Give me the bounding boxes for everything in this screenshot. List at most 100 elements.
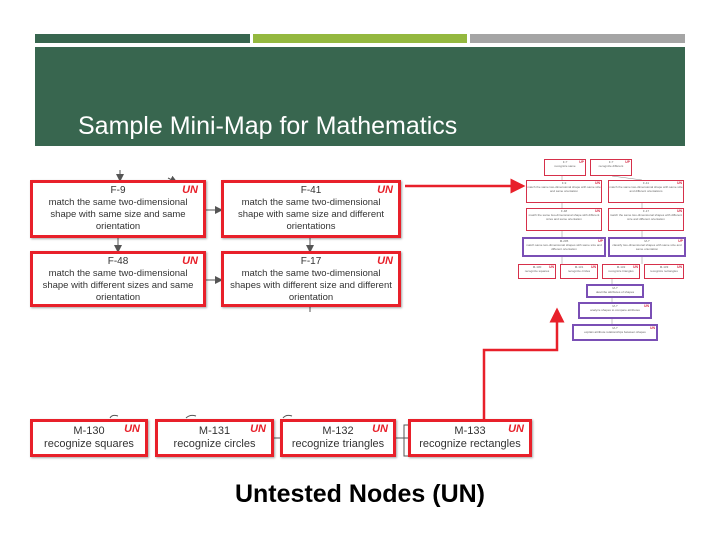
thumbnail-status-badge: UN: [676, 265, 682, 269]
node-f-9: F-9 UN match the same two-dimensional sh…: [30, 180, 206, 238]
thumbnail-node-text: explain attribute relationships between …: [584, 330, 646, 334]
thumbnail-node-text: recognize circles: [567, 269, 591, 273]
thumbnail-node-id: F-48: [560, 209, 568, 213]
header-band: [35, 47, 685, 146]
thumbnail-node-id: F-41: [642, 181, 650, 185]
status-badge: UN: [182, 255, 198, 267]
node-description: match the same two-dimensional shape wit…: [237, 197, 385, 232]
thumbnail-node-text: recognize different: [598, 164, 624, 168]
thumbnail-status-badge: UP: [598, 239, 603, 243]
thumbnail-node-id: M-?: [612, 326, 618, 330]
thumbnail-node-text: classify two-dimensional shapes with sam…: [612, 243, 682, 251]
top-accent-bar-light: [253, 34, 467, 43]
slide-title: Sample Mini-Map for Mathematics: [78, 112, 458, 140]
thumbnail-node-id: M-?: [612, 286, 618, 290]
thumbnail-node: M-?describe attributes of shapes: [586, 284, 644, 298]
node-m-130: M-130 UN recognize squares: [30, 419, 148, 457]
status-badge: UN: [124, 423, 140, 435]
node-description: recognize squares: [44, 438, 134, 450]
thumbnail-status-badge: UN: [632, 265, 638, 269]
thumbnail-node-id: F-?: [608, 160, 614, 164]
thumbnail-status-badge: UN: [676, 209, 682, 213]
status-badge: UN: [508, 423, 524, 435]
node-id: F-41: [300, 185, 322, 196]
node-description: recognize rectangles: [419, 438, 521, 450]
thumbnail-node-text: recognize same: [554, 164, 576, 168]
thumbnail-status-badge: UN: [594, 209, 600, 213]
thumbnail-node-id: M-?: [612, 304, 618, 308]
thumbnail-node-text: recognize squares: [524, 269, 550, 273]
node-id: F-9: [110, 185, 126, 196]
thumbnail-node-text: analyze shapes to compare attributes: [590, 308, 640, 312]
node-id: F-48: [107, 256, 129, 267]
node-f-48: F-48 UN match the same two-dimensional s…: [30, 251, 206, 307]
node-description: match the same two-dimensional shape wit…: [48, 197, 188, 232]
node-description: recognize triangles: [291, 438, 385, 450]
node-description: match the same two-dimensional shape wit…: [42, 268, 194, 303]
thumbnail-node-id: F-?: [562, 160, 568, 164]
connector-line: [109, 414, 119, 419]
node-id: M-132: [322, 425, 354, 437]
thumbnail-node-id: M-205: [559, 239, 569, 243]
thumbnail-status-badge: UP: [678, 239, 683, 243]
top-accent-bar-gray: [470, 34, 685, 43]
footer-caption: Untested Nodes (UN): [234, 480, 485, 508]
thumbnail-status-badge: UN: [594, 181, 600, 185]
node-description: recognize circles: [173, 438, 256, 450]
thumbnail-node-id: M-?: [644, 239, 650, 243]
top-accent-bar-dark: [35, 34, 250, 43]
thumbnail-node-text: match the same two-dimensional shape wit…: [528, 213, 600, 221]
connector-line: [185, 414, 197, 419]
node-m-132: M-132 UN recognize triangles: [280, 419, 396, 457]
thumbnail-node-id: M-133: [659, 265, 669, 269]
thumbnail-node-text: match the same two-dimensional shape wit…: [609, 185, 683, 193]
node-description: match the same two-dimensional shapes wi…: [230, 268, 392, 303]
status-badge: UN: [372, 423, 388, 435]
node-f-17: F-17 UN match the same two-dimensional s…: [221, 251, 401, 307]
status-badge: UN: [377, 255, 393, 267]
thumbnail-status-badge: UN: [643, 304, 649, 308]
thumbnail-node-id: M-132: [616, 265, 626, 269]
thumbnail-status-badge: UP: [579, 160, 584, 164]
thumbnail-node-text: match same two-dimensional shapes with s…: [526, 243, 602, 251]
thumbnail-node-text: describe attributes of shapes: [595, 290, 635, 294]
pointer-line-bottom: [482, 307, 565, 419]
thumbnail-node-text: recognize rectangles: [650, 269, 678, 273]
status-badge: UN: [250, 423, 266, 435]
node-id: M-133: [454, 425, 486, 437]
thumbnail-status-badge: UN: [590, 265, 596, 269]
node-id: M-131: [198, 425, 231, 437]
node-m-131: M-131 UN recognize circles: [155, 419, 274, 457]
thumbnail-node-id: F-9: [561, 181, 567, 185]
node-id: F-17: [300, 256, 322, 267]
node-f-41: F-41 UN match the same two-dimensional s…: [221, 180, 401, 238]
connector-line: [282, 414, 293, 419]
thumbnail-status-badge: UN: [676, 181, 682, 185]
thumbnail-status-badge: UN: [548, 265, 554, 269]
thumbnail-node-text: match the same two-dimensional shape wit…: [527, 185, 601, 193]
thumbnail-status-badge: UP: [625, 160, 630, 164]
node-id: M-130: [73, 425, 105, 437]
status-badge: UN: [377, 184, 393, 196]
node-m-133: M-133 UN recognize rectangles: [408, 419, 532, 457]
thumbnail-node-text: match the same two-dimensional shapes wi…: [609, 213, 683, 221]
thumbnail-connectors: [561, 175, 643, 324]
thumbnail-node-id: F-17: [642, 209, 650, 213]
thumbnail-status-badge: UN: [649, 326, 655, 330]
thumbnail-node-text: recognize triangles: [608, 269, 634, 273]
